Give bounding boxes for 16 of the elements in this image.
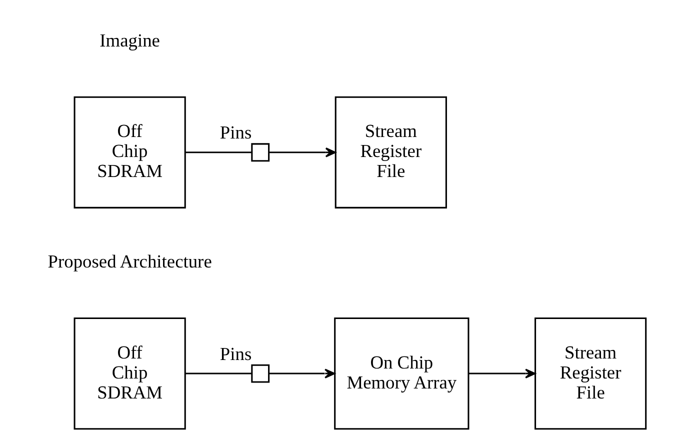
node-box: [250, 364, 270, 383]
arrow: [268, 147, 336, 158]
node-box: Off Chip SDRAM: [73, 317, 186, 430]
arrow: [268, 368, 335, 378]
node-label: Pins: [219, 344, 252, 364]
label: Imagine: [99, 30, 160, 51]
node-box: Off Chip SDRAM: [73, 96, 186, 208]
node-box: Stream Register File: [534, 317, 646, 430]
node-box: On Chip Memory Array: [334, 317, 469, 430]
label: Proposed Architecture: [47, 252, 212, 272]
arrow: [468, 368, 536, 378]
node-label: Pins: [219, 122, 252, 143]
node-box: [250, 143, 270, 162]
connector: [184, 152, 252, 154]
node-box: Stream Register File: [334, 96, 446, 208]
connector: [184, 372, 252, 374]
